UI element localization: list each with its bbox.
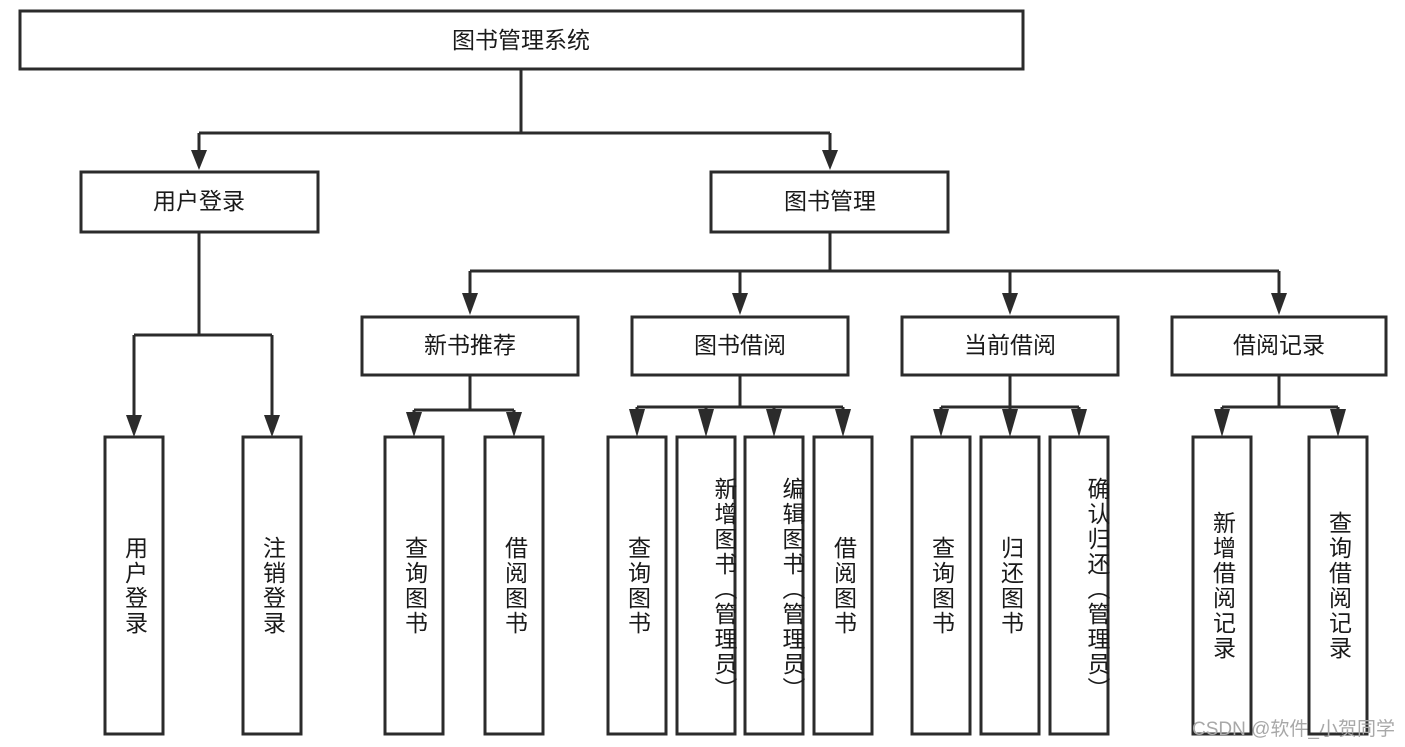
node-current-borrow[interactable]: 当前借阅: [900, 315, 1120, 377]
arrow-head-icon: [1071, 409, 1087, 437]
arrow-head-icon: [264, 415, 280, 437]
connector-userlogin-to-leaves: [126, 232, 280, 437]
arrow-head-icon: [406, 412, 422, 437]
connector-currentborrow-to-leaves: [933, 375, 1087, 437]
connector-bookmgmt-to-level3: [462, 232, 1287, 315]
root-box: [18, 9, 1025, 71]
leaf-box-confirm-return-admin[interactable]: [1048, 435, 1110, 736]
borrow-record-label: 借阅记录: [1233, 332, 1325, 358]
leaf-box-user-login[interactable]: [103, 435, 165, 736]
leaf-box-add-borrow-record[interactable]: [1191, 435, 1253, 736]
node-borrow-record[interactable]: 借阅记录: [1170, 315, 1388, 377]
arrow-head-icon: [506, 412, 522, 437]
node-root[interactable]: 图书管理系统: [18, 9, 1025, 71]
connector-bookborrow-to-leaves: [629, 375, 851, 437]
user-login-label: 用户登录: [153, 188, 245, 214]
arrow-head-icon: [933, 409, 949, 437]
node-user-login[interactable]: 用户登录: [79, 170, 320, 234]
arrow-head-icon: [1214, 409, 1230, 437]
leaf-box-borrow-book-1[interactable]: [483, 435, 545, 736]
leaf-box-query-book-1[interactable]: [383, 435, 445, 736]
leaf-box-query-book-2[interactable]: [606, 435, 668, 736]
arrow-head-icon: [191, 150, 207, 170]
leaf-box-return-book[interactable]: [979, 435, 1041, 736]
connector-root-to-level2: [191, 69, 838, 170]
node-book-management[interactable]: 图书管理: [709, 170, 950, 234]
arrow-head-icon: [1330, 409, 1346, 437]
arrow-head-icon: [835, 409, 851, 437]
book-management-label: 图书管理: [784, 188, 876, 214]
root-label: 图书管理系统: [452, 27, 590, 53]
connector-newbook-to-leaves: [406, 375, 522, 437]
arrow-head-icon: [462, 293, 478, 315]
arrow-head-icon: [766, 409, 782, 437]
new-book-recommend-box: [360, 315, 580, 377]
connector-borrowrecord-to-leaves: [1214, 375, 1346, 437]
leaf-box-query-borrow-record[interactable]: [1307, 435, 1369, 736]
arrow-head-icon: [732, 293, 748, 315]
csdn-watermark: CSDN @软件_小贺同学: [1192, 719, 1395, 740]
leaf-box-edit-book-admin[interactable]: [743, 435, 805, 736]
current-borrow-box: [900, 315, 1120, 377]
leaf-box-query-book-3[interactable]: [910, 435, 972, 736]
leaf-box-add-book-admin[interactable]: [675, 435, 737, 736]
node-book-borrow[interactable]: 图书借阅: [630, 315, 850, 377]
current-borrow-label: 当前借阅: [964, 332, 1056, 358]
arrow-head-icon: [822, 150, 838, 170]
arrow-head-icon: [1271, 293, 1287, 315]
new-book-recommend-label: 新书推荐: [424, 332, 516, 358]
arrow-head-icon: [629, 409, 645, 437]
arrow-head-icon: [1002, 409, 1018, 437]
book-borrow-label: 图书借阅: [694, 332, 786, 358]
leaf-box-logout[interactable]: [241, 435, 303, 736]
arrow-head-icon: [1002, 293, 1018, 315]
node-new-book-recommend[interactable]: 新书推荐: [360, 315, 580, 377]
user-login-box: [79, 170, 320, 234]
leaf-box-borrow-book-2[interactable]: [812, 435, 874, 736]
arrow-head-icon: [698, 409, 714, 437]
arrow-head-icon: [126, 415, 142, 437]
